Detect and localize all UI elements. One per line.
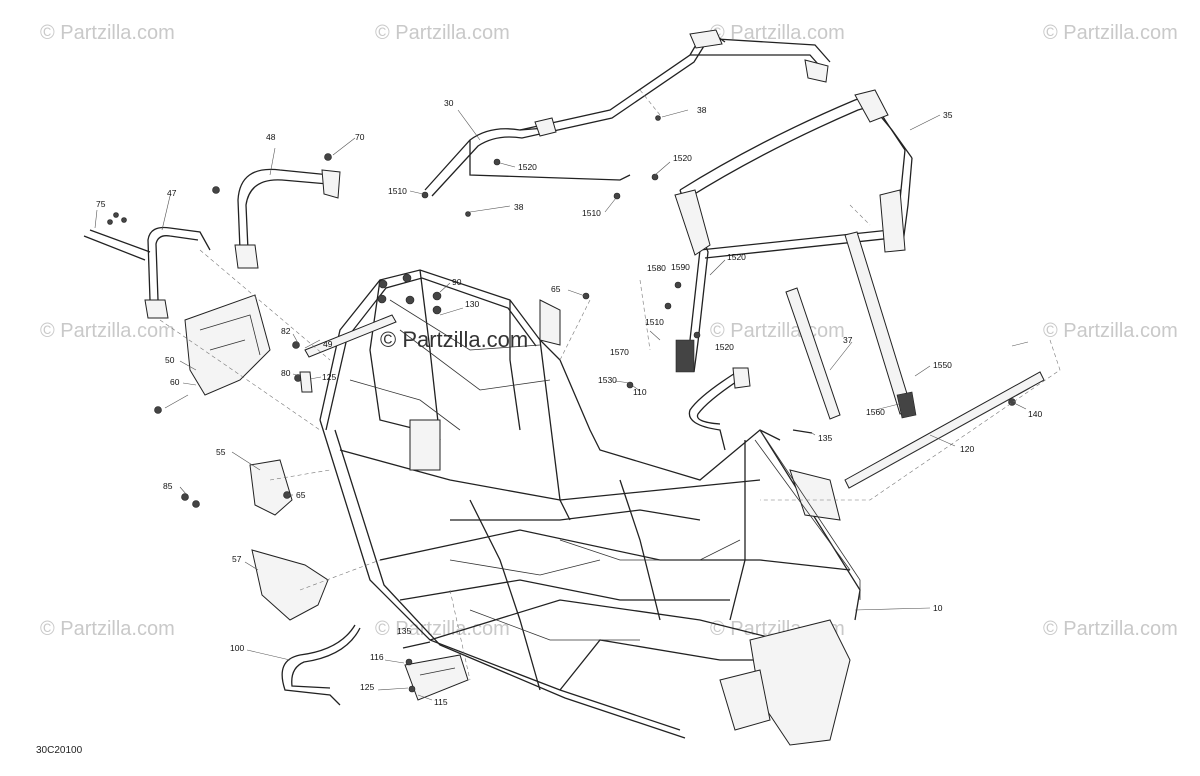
callout-1590: 1590 bbox=[671, 262, 690, 272]
callout-57: 57 bbox=[232, 554, 242, 564]
callout-55: 55 bbox=[216, 447, 226, 457]
callout-1530: 1530 bbox=[598, 375, 617, 385]
watermark: © Partzilla.com bbox=[710, 22, 845, 44]
callout-1510: 1510 bbox=[582, 208, 601, 218]
watermark: © Partzilla.com bbox=[375, 618, 510, 640]
callout-1520: 1520 bbox=[715, 342, 734, 352]
callout-10: 10 bbox=[933, 603, 943, 613]
callout-1570: 1570 bbox=[610, 347, 629, 357]
callout-49: 49 bbox=[323, 339, 333, 349]
callout-1510: 1510 bbox=[645, 317, 664, 327]
diagram-code: 30C20100 bbox=[36, 745, 83, 756]
callout-100: 100 bbox=[230, 643, 244, 653]
callout-130: 130 bbox=[465, 299, 479, 309]
callout-1580: 1580 bbox=[647, 263, 666, 273]
callout-38: 38 bbox=[514, 202, 524, 212]
callout-1560: 1560 bbox=[866, 407, 885, 417]
callout-135: 135 bbox=[397, 626, 411, 636]
watermark: © Partzilla.com bbox=[1043, 618, 1178, 640]
callout-140: 140 bbox=[1028, 409, 1042, 419]
callout-60: 60 bbox=[170, 377, 180, 387]
callout-82: 82 bbox=[281, 326, 291, 336]
callout-1510: 1510 bbox=[388, 186, 407, 196]
watermark: © Partzilla.com bbox=[1043, 22, 1178, 44]
assembly-guides bbox=[159, 89, 1061, 681]
callout-135: 135 bbox=[818, 433, 832, 443]
callout-116: 116 bbox=[370, 652, 384, 662]
callout-30: 30 bbox=[444, 98, 454, 108]
watermark: © Partzilla.com bbox=[40, 22, 175, 44]
callout-85: 85 bbox=[163, 481, 173, 491]
callout-37: 37 bbox=[843, 335, 853, 345]
callout-38: 38 bbox=[697, 105, 707, 115]
pillars-37 bbox=[785, 231, 917, 420]
watermark: © Partzilla.com bbox=[40, 618, 175, 640]
partzilla-logo: © Partzilla.com bbox=[380, 327, 529, 352]
callout-48: 48 bbox=[266, 132, 276, 142]
callout-1550: 1550 bbox=[933, 360, 952, 370]
callout-110: 110 bbox=[633, 387, 647, 397]
callout-1520: 1520 bbox=[673, 153, 692, 163]
callout-125: 125 bbox=[360, 682, 374, 692]
left-components bbox=[83, 115, 813, 706]
callout-65: 65 bbox=[296, 490, 306, 500]
watermark: © Partzilla.com bbox=[1043, 320, 1178, 342]
roll-cage-rear-35 bbox=[674, 89, 913, 373]
callout-75: 75 bbox=[96, 199, 106, 209]
callout-labels: 30 38 38 35 1520 1520 1520 1520 1510 151… bbox=[96, 98, 1042, 707]
watermark: © Partzilla.com bbox=[40, 320, 175, 342]
callout-70: 70 bbox=[355, 132, 365, 142]
callout-1520: 1520 bbox=[518, 162, 537, 172]
callout-125: 125 bbox=[322, 372, 336, 382]
main-frame-10 bbox=[319, 269, 861, 746]
callout-47: 47 bbox=[167, 188, 177, 198]
callout-1520: 1520 bbox=[727, 252, 746, 262]
callout-115: 115 bbox=[434, 697, 448, 707]
side-rail-120 bbox=[844, 371, 1045, 489]
callout-50: 50 bbox=[165, 355, 175, 365]
callout-80: 80 bbox=[281, 368, 291, 378]
watermark: © Partzilla.com bbox=[375, 22, 510, 44]
leader-lines bbox=[94, 109, 1029, 701]
callout-120: 120 bbox=[960, 444, 974, 454]
callout-65: 65 bbox=[551, 284, 561, 294]
callout-90: 90 bbox=[452, 277, 462, 287]
callout-35: 35 bbox=[943, 110, 953, 120]
roll-cage-front-30 bbox=[424, 29, 831, 197]
